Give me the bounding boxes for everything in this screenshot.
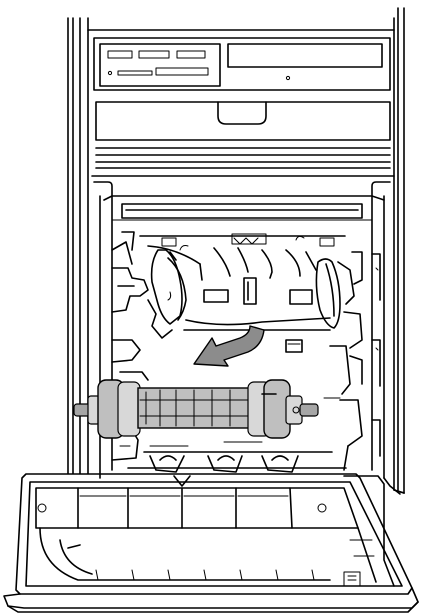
paper-tray-slot xyxy=(95,101,391,141)
cabinet-body xyxy=(67,7,405,549)
inner-frame xyxy=(93,181,391,479)
front-door xyxy=(3,473,419,613)
roller-assembly xyxy=(73,379,319,439)
removal-arrow xyxy=(193,325,265,367)
control-panel xyxy=(93,37,391,91)
rail-lines xyxy=(91,147,395,177)
cabinet-lower-edges xyxy=(67,473,405,549)
